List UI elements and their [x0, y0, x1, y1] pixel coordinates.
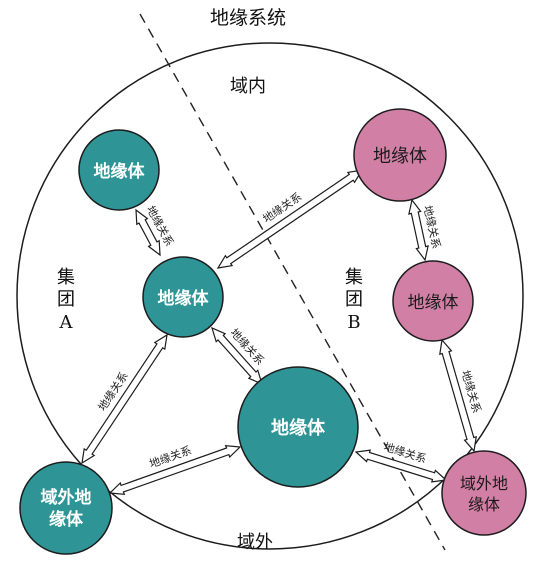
arrow-a-center-b-top: [216, 169, 364, 269]
svg-text:地缘体: 地缘体: [408, 293, 459, 313]
node-a-center: 地缘体: [142, 256, 224, 338]
node-center-big: 地缘体: [237, 366, 359, 488]
diagram-title: 地缘系统: [210, 7, 286, 29]
svg-text:域外地: 域外地: [460, 474, 508, 493]
node-outer-right: 域外地 缘体: [441, 450, 527, 536]
svg-text:集: 集: [345, 267, 363, 288]
zone-label-outer: 域外: [237, 532, 273, 553]
svg-text:团: 团: [345, 289, 363, 310]
node-a-top: 地缘体: [78, 129, 160, 211]
node-b-mid: 地缘体: [392, 260, 474, 342]
svg-text:缘体: 缘体: [49, 509, 84, 530]
svg-text:B: B: [347, 312, 360, 333]
zone-label-inner: 域内: [230, 76, 266, 97]
svg-text:集: 集: [57, 267, 75, 288]
svg-text:A: A: [59, 312, 74, 333]
svg-text:地缘体: 地缘体: [373, 146, 427, 167]
arrow-b-mid-outer-right: [439, 338, 477, 453]
svg-text:缘体: 缘体: [468, 495, 500, 514]
group-a-label: 集 团 A: [57, 267, 75, 333]
node-outer-left: 域外地 缘体: [19, 461, 113, 555]
relation-arrows: 地缘关系地缘关系地缘关系地缘关系地缘关系地缘关系地缘关系地缘关系: [81, 169, 484, 495]
svg-text:团: 团: [57, 289, 75, 310]
arrow-outer-left-center: [108, 445, 242, 495]
system-boundary-circle: [16, 42, 524, 550]
svg-text:地缘体: 地缘体: [94, 161, 146, 182]
arrow-outer-left-a-center: [81, 333, 168, 465]
svg-text:域外地: 域外地: [41, 487, 92, 508]
arrow-b-top-b-mid: [408, 198, 429, 262]
svg-text:地缘体: 地缘体: [158, 288, 210, 309]
node-b-top: 地缘体: [353, 108, 447, 202]
arrow-a-top-a-center: [135, 208, 161, 257]
svg-text:地缘体: 地缘体: [271, 417, 326, 439]
group-b-label: 集 团 B: [345, 267, 363, 333]
